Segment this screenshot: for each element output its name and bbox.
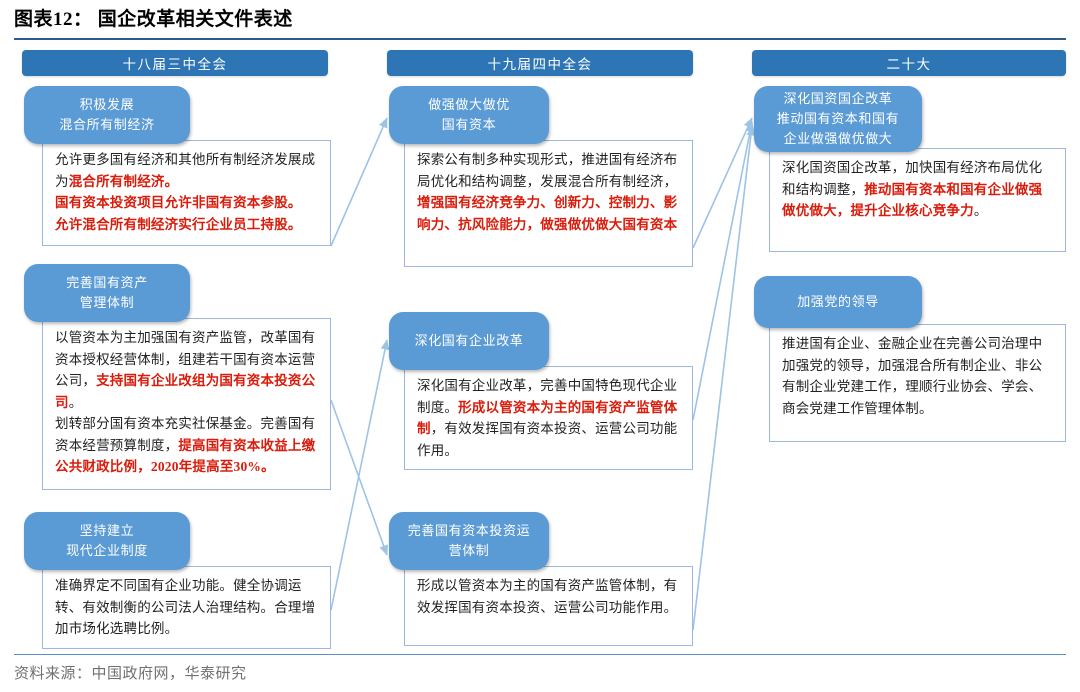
topic-pill-c3-i2: 加强党的领导 bbox=[754, 276, 922, 328]
connector-arrow-5 bbox=[692, 121, 755, 421]
highlight-text: 推动国有资本和国有企业做强做优做大，提升企业核心竞争力 bbox=[782, 181, 1043, 219]
detail-box-c1-i2: 以管资本为主加强国有资产监管，改革国有资本授权经营体制，组建若干国有资本运营公司… bbox=[42, 318, 331, 490]
body-text: 允许更多国有经济和其他所有制经济发展成为 bbox=[55, 152, 316, 189]
footer-divider bbox=[14, 654, 1066, 655]
connector-arrow-3 bbox=[330, 339, 390, 611]
detail-box-c2-i1: 探索公有制多种实现形式，推进国有经济布局优化和结构调整，发展混合所有制经济， 增强… bbox=[404, 140, 693, 267]
highlight-text: 增强国有经济竞争力、创新力、控制力、影响力、抗风险能力，做强做优做大国有资本 bbox=[417, 195, 678, 232]
detail-box-c2-i3: 形成以管资本为主的国有资产监管体制，有效发挥国有资本投资、运营公司功能作用。 bbox=[404, 566, 693, 646]
body-text: 以管资本为主加强国有资产监管，改革国有资本授权经营体制，组建若干国有资本运营公司… bbox=[55, 330, 316, 388]
highlight-text: 混合所有制经济。 bbox=[68, 173, 179, 189]
body-text: 深化国有企业改革，完善中国特色现代企业制度。 bbox=[417, 378, 678, 415]
highlight-text: 国有资本投资项目允许非国有资本参股。 bbox=[55, 195, 302, 210]
detail-box-c1-i1: 允许更多国有经济和其他所有制经济发展成为混合所有制经济。国有资本投资项目允许非国… bbox=[42, 140, 331, 246]
topic-pill-c2-i3: 完善国有资本投资运营体制 bbox=[389, 512, 549, 570]
topic-pill-c1-i1: 积极发展混合所有制经济 bbox=[24, 86, 190, 144]
title-divider bbox=[14, 38, 1066, 40]
connector-arrow-1 bbox=[330, 117, 388, 247]
column-header-3: 二十大 bbox=[752, 50, 1066, 76]
page-title-wrap: 图表12： 国企改革相关文件表述 bbox=[14, 8, 1066, 38]
detail-box-c1-i3: 准确界定不同国有企业功能。健全协调运转、有效制衡的公司法人治理结构。合理增加市场… bbox=[42, 566, 331, 649]
connector-arrow-4 bbox=[692, 117, 753, 249]
body-text: 。 bbox=[973, 203, 988, 218]
connector-arrow-6 bbox=[692, 125, 756, 631]
detail-box-c3-i1: 深化国资国企改革，加快国有经济布局优化和结构调整，推动国有资本和国有企业做强做优… bbox=[769, 148, 1066, 252]
source-note: 资料来源：中国政府网，华泰研究 bbox=[14, 666, 247, 682]
body-text: 探索公有制多种实现形式，推进国有经济布局优化和结构调整，发展混合所有制经济， bbox=[417, 152, 678, 189]
body-text: 形成以管资本为主的国有资产监管体制，有效发挥国有资本投资、运营公司功能作用。 bbox=[417, 578, 678, 615]
highlight-text: 提高国有资本收益上缴公共财政比例，2020年提高至30%。 bbox=[55, 437, 316, 475]
body-text: ，有效发挥国有资本投资、运营公司功能作用。 bbox=[417, 421, 678, 458]
highlight-text: 形成以管资本为主的国有资产监管体制 bbox=[417, 399, 678, 437]
highlight-text: 允许混合所有制经济实行企业员工持股。 bbox=[55, 216, 302, 232]
topic-pill-c2-i2: 深化国有企业改革 bbox=[389, 312, 549, 370]
connector-arrow-2 bbox=[330, 399, 388, 556]
column-header-2: 十九届四中全会 bbox=[387, 50, 693, 76]
body-text: 推进国有企业、金融企业在完善公司治理中加强党的领导，加强混合所有制企业、非公有制… bbox=[782, 336, 1043, 416]
topic-pill-c2-i1: 做强做大做优国有资本 bbox=[389, 86, 549, 144]
topic-pill-c1-i3: 坚持建立现代企业制度 bbox=[24, 512, 190, 570]
topic-pill-c3-i1: 深化国资国企改革推动国有资本和国有企业做强做优做大 bbox=[754, 86, 922, 152]
body-text: 。 bbox=[68, 394, 83, 410]
highlight-text: 支持国有企业改组为国有资本投资公司 bbox=[55, 373, 316, 410]
column-header-1: 十八届三中全会 bbox=[22, 50, 328, 76]
topic-pill-c1-i2: 完善国有资产管理体制 bbox=[24, 264, 190, 322]
body-text: 划转部分国有资本充实社保基金。完善国有资本经营预算制度， bbox=[55, 416, 316, 453]
detail-box-c2-i2: 深化国有企业改革，完善中国特色现代企业制度。形成以管资本为主的国有资产监管体制，… bbox=[404, 366, 693, 470]
body-text: 深化国资国企改革，加快国有经济布局优化和结构调整， bbox=[782, 160, 1043, 197]
body-text: 准确界定不同国有企业功能。健全协调运转、有效制衡的公司法人治理结构。合理增加市场… bbox=[55, 578, 316, 636]
detail-box-c3-i2: 推进国有企业、金融企业在完善公司治理中加强党的领导，加强混合所有制企业、非公有制… bbox=[769, 324, 1066, 442]
page-title: 图表12： 国企改革相关文件表述 bbox=[14, 9, 293, 30]
